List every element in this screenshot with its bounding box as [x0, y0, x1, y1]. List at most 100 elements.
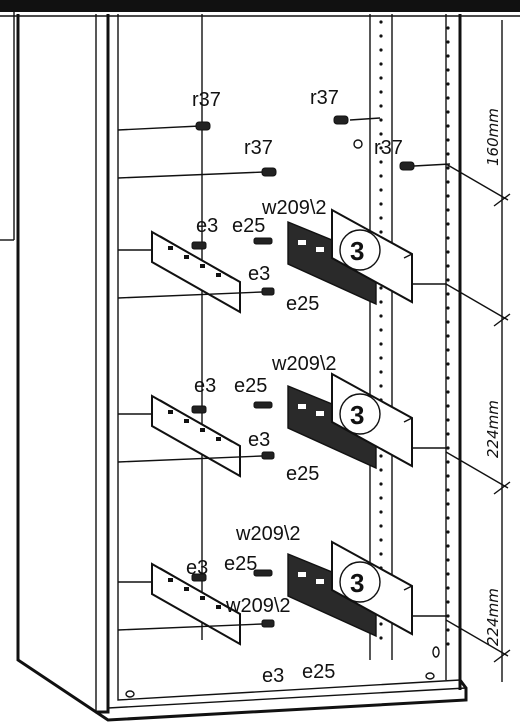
hole: [446, 320, 450, 324]
hole: [446, 292, 450, 296]
hole: [446, 628, 450, 632]
runner-set-2: [117, 372, 446, 478]
hole: [446, 96, 450, 100]
rail-slot: [168, 578, 173, 582]
drawer-side: [331, 540, 413, 636]
hole: [379, 552, 383, 556]
pin-r37-3: [333, 115, 381, 125]
runner-slot: [316, 247, 324, 252]
pin-r37-1: [117, 121, 211, 131]
svg-text:3: 3: [350, 568, 364, 598]
label-r37-4: r37: [374, 137, 403, 159]
leader: [117, 291, 263, 299]
hole: [446, 82, 450, 86]
base-hole-left: [125, 690, 135, 698]
screw-e25: [253, 401, 273, 409]
hole: [446, 40, 450, 44]
hole: [379, 20, 383, 24]
hole: [446, 194, 450, 198]
hole: [446, 250, 450, 254]
hole: [446, 68, 450, 72]
runner-slot: [298, 240, 306, 245]
hole: [379, 286, 383, 290]
drawer-side-edge: [403, 585, 413, 591]
hole: [379, 34, 383, 38]
hole: [379, 538, 383, 542]
left-rail-edge: [159, 399, 233, 443]
hole: [446, 404, 450, 408]
rail-slot: [216, 273, 221, 277]
hole: [446, 208, 450, 212]
hole: [446, 474, 450, 478]
side-hole: [432, 646, 440, 658]
hole: [379, 132, 383, 136]
hole: [379, 314, 383, 318]
hole: [446, 110, 450, 114]
hole: [446, 278, 450, 282]
rail-slot: [168, 410, 173, 414]
label-e25-5: e25: [224, 553, 257, 575]
hole: [446, 530, 450, 534]
screw-e3: [261, 451, 275, 460]
label-e25-6: e25: [302, 661, 335, 683]
label-r37-2: r37: [310, 87, 339, 109]
label-e25-2: e25: [286, 293, 319, 315]
label-e3-2: e3: [248, 263, 270, 285]
step-marker-2: 3: [339, 393, 381, 435]
hole: [379, 300, 383, 304]
hole: [446, 502, 450, 506]
hole: [379, 328, 383, 332]
hole: [446, 54, 450, 58]
drawer-side-edge: [403, 253, 413, 259]
rail-slot: [216, 437, 221, 441]
base-hole-right: [425, 672, 435, 680]
label-e25-1: e25: [232, 215, 265, 237]
hole: [379, 146, 383, 150]
rail-slot: [184, 419, 189, 423]
label-r37-3: r37: [244, 137, 273, 159]
hole: [446, 418, 450, 422]
runner-slot: [298, 572, 306, 577]
rail-slot: [200, 264, 205, 268]
hole: [446, 376, 450, 380]
hole: [379, 454, 383, 458]
screw-e3: [191, 241, 207, 250]
hole: [379, 482, 383, 486]
rail-slot: [216, 605, 221, 609]
hole: [379, 524, 383, 528]
runner-slot: [316, 411, 324, 416]
hole: [446, 236, 450, 240]
dim-224mm-1: 224mm: [484, 400, 502, 458]
drawer-side: [331, 208, 413, 304]
hole: [379, 160, 383, 164]
label-e25-3: e25: [234, 375, 267, 397]
dim-160mm: 160mm: [484, 108, 502, 166]
hole: [379, 384, 383, 388]
pin-r37-2: [117, 167, 277, 179]
hole: [379, 62, 383, 66]
hole: [379, 496, 383, 500]
svg-text:3: 3: [350, 236, 364, 266]
hole: [379, 342, 383, 346]
label-e25-4: e25: [286, 463, 319, 485]
hole: [379, 636, 383, 640]
hole: [446, 180, 450, 184]
hole: [446, 26, 450, 30]
rail-slot: [200, 596, 205, 600]
hole: [379, 174, 383, 178]
hole: [446, 306, 450, 310]
hole: [446, 390, 450, 394]
hole: [446, 432, 450, 436]
hole: [446, 166, 450, 170]
cabinet-right-panel: [369, 14, 462, 690]
runner-slot: [298, 404, 306, 409]
screw-e3: [191, 405, 207, 414]
hole: [379, 230, 383, 234]
drawer-side: [331, 372, 413, 468]
hole: [446, 362, 450, 366]
cabinet-left-panel: [16, 14, 110, 714]
hole: [379, 104, 383, 108]
label-r37-1: r37: [192, 89, 221, 111]
hole: [446, 558, 450, 562]
hole: [446, 138, 450, 142]
